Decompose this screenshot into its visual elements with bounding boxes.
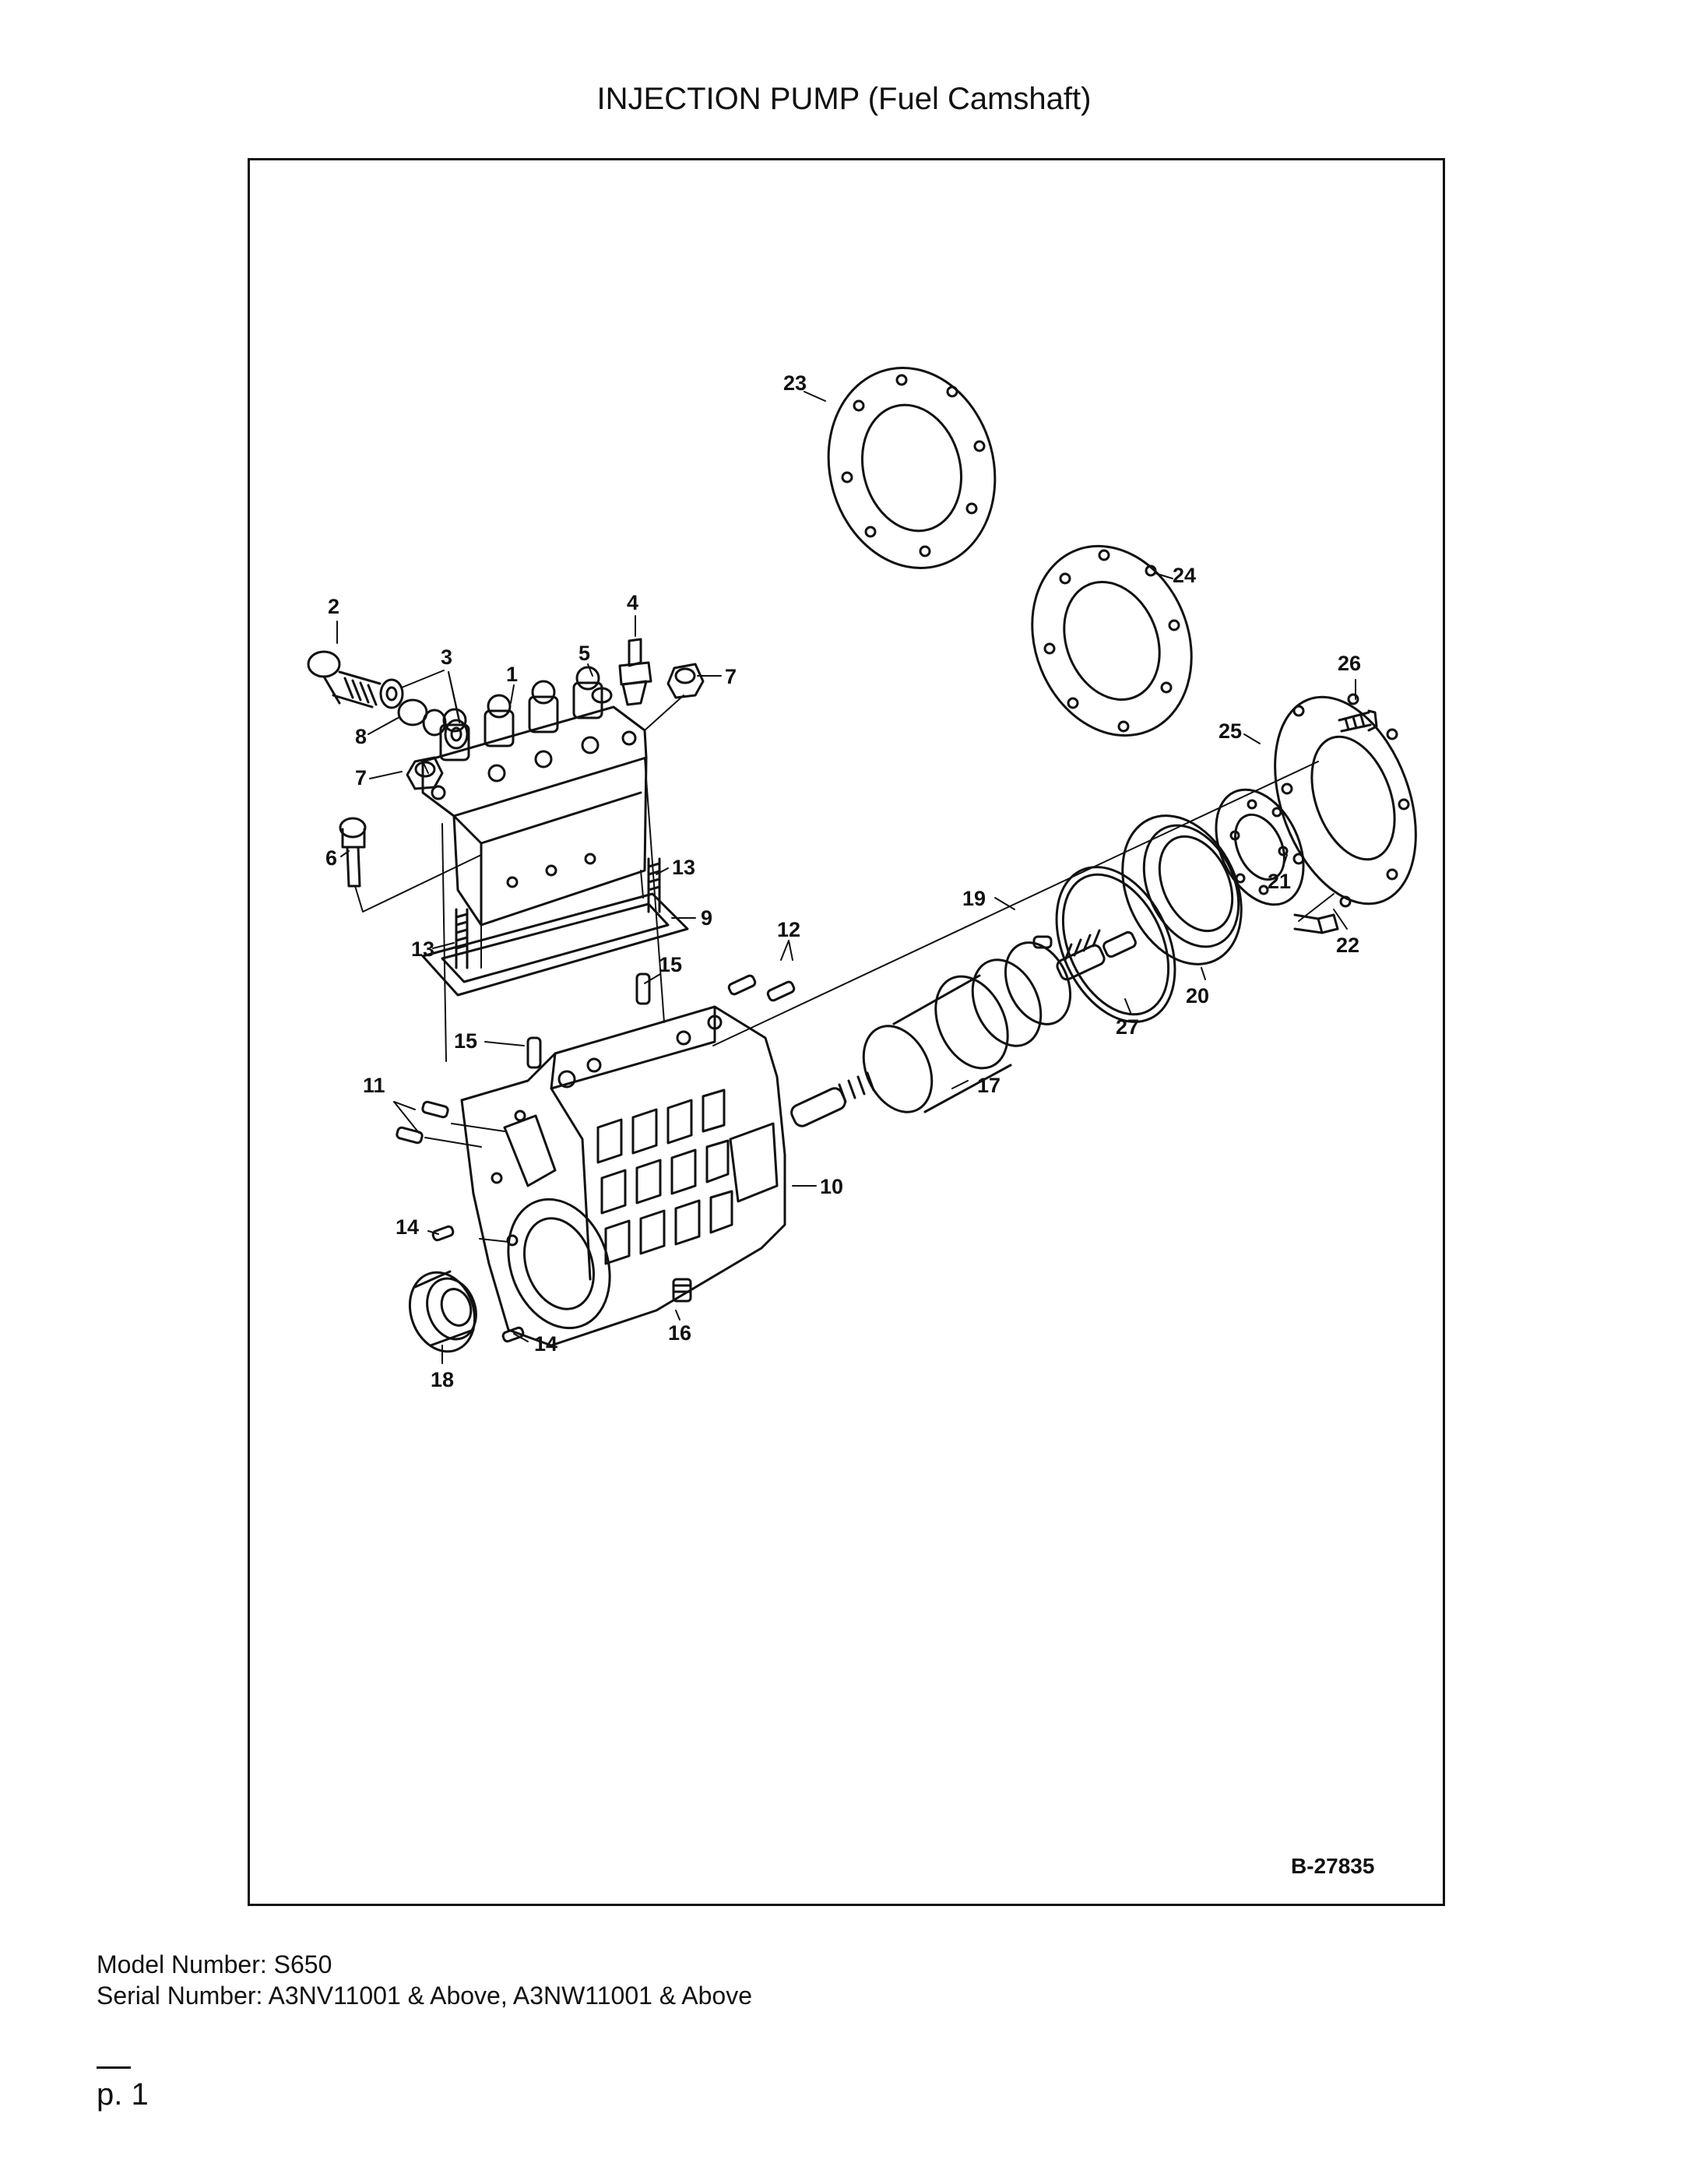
callout-22: 22 (1336, 934, 1359, 957)
screw-11 (396, 1100, 449, 1145)
callout-7-top: 7 (725, 665, 737, 688)
callout-25: 25 (1219, 719, 1242, 743)
washer-5 (591, 687, 613, 704)
gasket-23 (827, 367, 997, 569)
callout-14-top: 14 (396, 1215, 419, 1239)
callout-9: 9 (701, 906, 712, 930)
callout-10: 10 (820, 1175, 843, 1198)
page-number: p. 1 (97, 2077, 149, 2112)
page-divider (97, 2066, 131, 2069)
banjo-bolt-2 (307, 650, 382, 709)
callout-26: 26 (1338, 652, 1361, 675)
figure-reference: B-27835 (1291, 1854, 1374, 1878)
callout-2: 2 (328, 595, 339, 618)
flange-plate-25 (1274, 693, 1417, 908)
model-number: Model Number: S650 (97, 1950, 332, 1978)
callout-13-right: 13 (672, 856, 695, 879)
pin-15 (526, 972, 651, 1069)
callout-1: 1 (506, 663, 518, 686)
o-ring-27 (1055, 866, 1176, 1023)
washers-3 (379, 678, 469, 750)
callout-6: 6 (325, 846, 337, 870)
callout-leaders (336, 391, 1356, 1364)
nut-7-left (406, 756, 444, 790)
key-19 (1032, 935, 1053, 949)
assembly-lines (354, 695, 1335, 1243)
callout-5: 5 (578, 642, 590, 665)
page-title: INJECTION PUMP (Fuel Camshaft) (596, 82, 1092, 116)
callout-21: 21 (1268, 870, 1291, 893)
callout-13-left: 13 (411, 937, 434, 961)
plug-16 (672, 1278, 692, 1303)
gasket-24 (1031, 544, 1193, 737)
camshaft-17 (790, 929, 1137, 1127)
pin-12 (727, 974, 796, 1002)
callout-16: 16 (668, 1321, 691, 1345)
callout-11: 11 (363, 1074, 385, 1097)
callout-7-left: 7 (355, 766, 367, 790)
stud-13 (455, 857, 661, 969)
callout-15-right: 15 (659, 953, 682, 976)
callout-23: 23 (783, 371, 807, 395)
callout-labels: 23 24 2 4 3 7 1 5 8 7 6 13 9 12 13 15 15… (325, 371, 1361, 1391)
serial-number: Serial Number: A3NV11001 & Above, A3NW11… (97, 1982, 752, 2010)
callout-20: 20 (1186, 984, 1209, 1008)
gasket-9 (421, 892, 689, 997)
callout-12: 12 (777, 918, 800, 941)
exploded-parts-diagram: 23 24 2 4 3 7 1 5 8 7 6 13 9 12 13 15 15… (307, 367, 1417, 1878)
screw-22 (1293, 913, 1339, 934)
diagram-frame (248, 158, 1445, 1906)
pin-14 (431, 1225, 525, 1343)
pump-housing-10 (460, 1005, 786, 1347)
callout-18: 18 (431, 1368, 454, 1391)
fitting-8 (397, 698, 447, 737)
callout-8: 8 (355, 725, 367, 748)
callout-4: 4 (627, 591, 638, 614)
callout-14-bottom: 14 (534, 1332, 557, 1356)
nut-7-top (666, 663, 705, 699)
valve-4 (618, 638, 652, 706)
callout-17: 17 (977, 1074, 1000, 1097)
callout-24: 24 (1173, 564, 1196, 587)
oil-seal-20 (1121, 814, 1243, 965)
bearing-18 (408, 1270, 477, 1353)
bolt-6 (339, 817, 367, 888)
callout-27: 27 (1116, 1015, 1139, 1039)
callout-19: 19 (962, 887, 986, 910)
callout-3: 3 (441, 645, 452, 669)
plate-21 (1215, 788, 1305, 906)
pump-head (421, 666, 648, 927)
screw-26 (1338, 709, 1378, 733)
callout-15-left: 15 (454, 1029, 477, 1053)
